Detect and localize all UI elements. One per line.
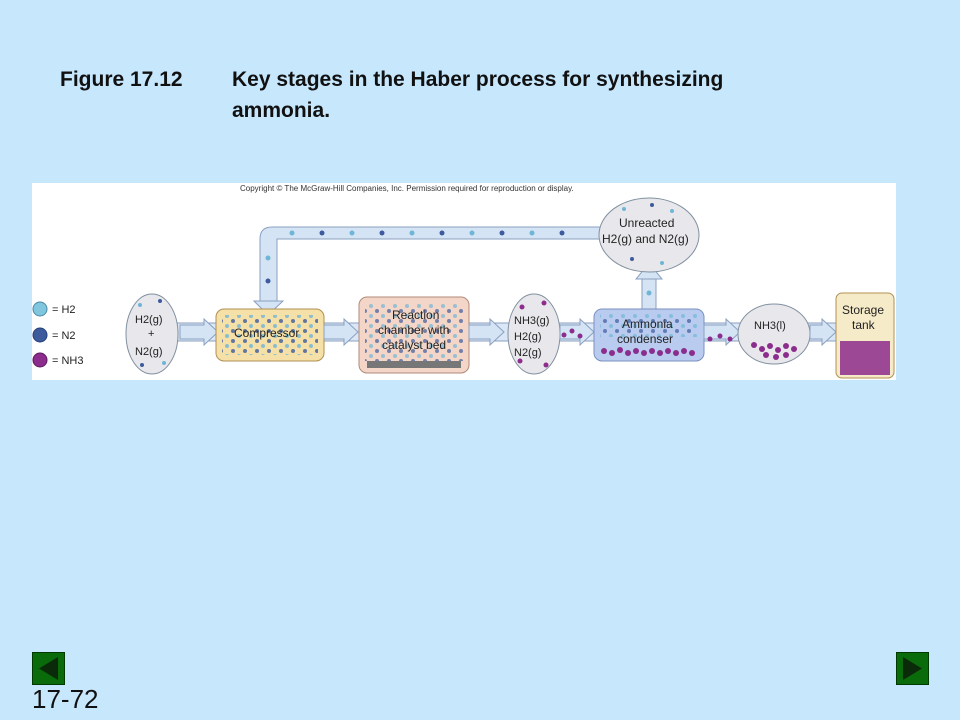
previous-slide-button[interactable] (32, 652, 65, 685)
feed-plus-label: + (148, 328, 154, 340)
figure-title: Key stages in the Haber process for synt… (232, 68, 724, 122)
catalyst-bed (367, 361, 461, 368)
condenser-label-line2: condenser (617, 332, 673, 346)
liquid-arrow (809, 317, 837, 347)
mixture-nh3-label: NH3(g) (514, 315, 549, 327)
unreacted-ellipse (598, 197, 700, 273)
feed-ellipse (125, 293, 179, 375)
reaction-label-line3: catalyst bed (382, 338, 446, 352)
storage-tank-contents (840, 341, 890, 375)
copyright-notice: Copyright © The McGraw-Hill Companies, I… (240, 184, 574, 193)
unreacted-label-line2: H2(g) and N2(g) (602, 232, 689, 246)
reaction-arrow (468, 317, 505, 347)
condenser-label-line1: Ammonia (622, 317, 673, 331)
slide-number: 17-72 (32, 684, 99, 714)
feed-arrow (179, 317, 219, 347)
unreacted-label-line1: Unreacted (619, 216, 674, 230)
reaction-label-line1: Reaction (392, 308, 439, 322)
recycle-gas-dots (265, 230, 652, 296)
mixture-arrow (559, 317, 595, 347)
haber-process-diagram: Copyright © The McGraw-Hill Companies, I… (32, 183, 896, 380)
compressor-label: Compressor (234, 326, 299, 340)
feed-h2-label: H2(g) (135, 314, 163, 326)
legend-label-h2: = H2 (52, 304, 76, 316)
legend-label-n2: = N2 (52, 330, 76, 342)
recycle-pipe (259, 226, 605, 307)
legend: = H2 = N2 = NH3 (32, 301, 84, 368)
reaction-label-line2: chamber with (378, 323, 449, 337)
legend-swatch-n2 (32, 327, 48, 343)
legend-swatch-nh3 (32, 352, 48, 368)
triangle-right-icon (903, 657, 922, 680)
liquid-nh3-pool (751, 342, 797, 360)
mixture-n2-label: N2(g) (514, 347, 542, 359)
next-slide-button[interactable] (896, 652, 929, 685)
legend-label-nh3: = NH3 (52, 355, 84, 367)
triangle-left-icon (39, 657, 58, 680)
liquid-nh3-label: NH3(l) (754, 320, 786, 332)
storage-label-line1: Storage (842, 303, 884, 317)
figure-number: Figure 17.12 (60, 68, 183, 91)
legend-swatch-h2 (32, 301, 48, 317)
condenser-nh3-pool (601, 347, 695, 356)
storage-label-line2: tank (852, 318, 876, 332)
compressor-arrow (323, 317, 359, 347)
feed-n2-label: N2(g) (135, 346, 163, 358)
mixture-h2-label: H2(g) (514, 331, 542, 343)
recycle-arrow-down (252, 300, 285, 316)
